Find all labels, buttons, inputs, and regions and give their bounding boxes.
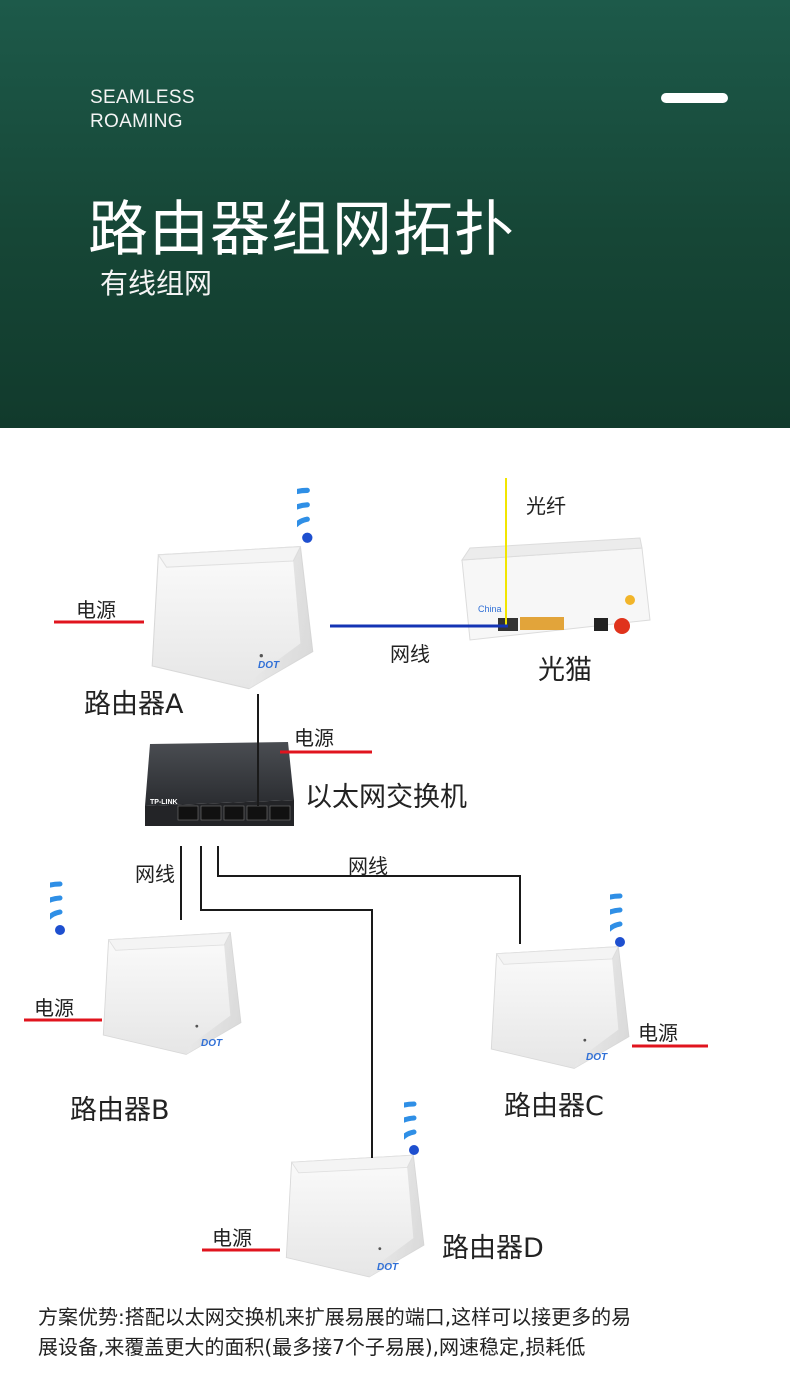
tagline-line-1: SEAMLESS [90, 87, 195, 108]
wifi-icon-c [574, 896, 625, 947]
power-label-c: 电源 [638, 1021, 678, 1045]
router-brand-b: DOT [201, 1038, 223, 1049]
router-label-d: 路由器D [442, 1233, 544, 1264]
cable-label-modem: 网线 [390, 642, 430, 666]
power-lines [24, 620, 708, 1252]
switch-cables [180, 694, 521, 1158]
cable-label-b: 网线 [135, 862, 175, 886]
description-line-2: 展设备,来覆盖更大的面积(最多接7个子易展),网速稳定,损耗低 [38, 1335, 586, 1359]
router-c [490, 896, 630, 1069]
tagline-line-2: ROAMING [90, 111, 183, 132]
page-title: 路由器组网拓扑 [88, 195, 515, 265]
power-label-switch: 电源 [294, 726, 334, 750]
wifi-icon-b [14, 884, 65, 935]
tagline: SEAMLESS ROAMING [90, 86, 195, 134]
router-brand-c: DOT [586, 1052, 608, 1063]
router-brand-a: DOT [258, 660, 280, 671]
description-line-1: 方案优势:搭配以太网交换机来扩展易展的端口,这样可以接更多的易 [38, 1305, 632, 1329]
power-label-a: 电源 [76, 598, 116, 622]
hero-banner: SEAMLESS ROAMING 路由器组网拓扑 有线组网 [0, 0, 790, 428]
page-subtitle: 有线组网 [100, 267, 213, 300]
router-brand-d: DOT [377, 1262, 399, 1273]
router-label-c: 路由器C [504, 1091, 604, 1122]
fiber-label: 光纤 [526, 494, 566, 518]
router-label-b: 路由器B [70, 1095, 170, 1126]
switch-label: 以太网交换机 [305, 782, 467, 813]
decorative-bar [661, 93, 728, 103]
router-label-a: 路由器A [84, 689, 184, 720]
wifi-icon-d [368, 1104, 419, 1155]
solution-description: 方案优势:搭配以太网交换机来扩展易展的端口,这样可以接更多的易 展设备,来覆盖更… [38, 1302, 758, 1362]
router-d [285, 1104, 425, 1278]
switch-brand: TP-LINK [150, 799, 178, 806]
power-label-d: 电源 [212, 1226, 252, 1250]
modem-label: 光猫 [538, 655, 592, 686]
cable-label-c: 网线 [348, 854, 388, 878]
wifi-icon-a [260, 490, 313, 543]
router-a [151, 490, 313, 690]
power-label-b: 电源 [34, 996, 74, 1020]
ethernet-switch: TP-LINK [145, 742, 294, 826]
svg-text:China: China [478, 604, 502, 614]
